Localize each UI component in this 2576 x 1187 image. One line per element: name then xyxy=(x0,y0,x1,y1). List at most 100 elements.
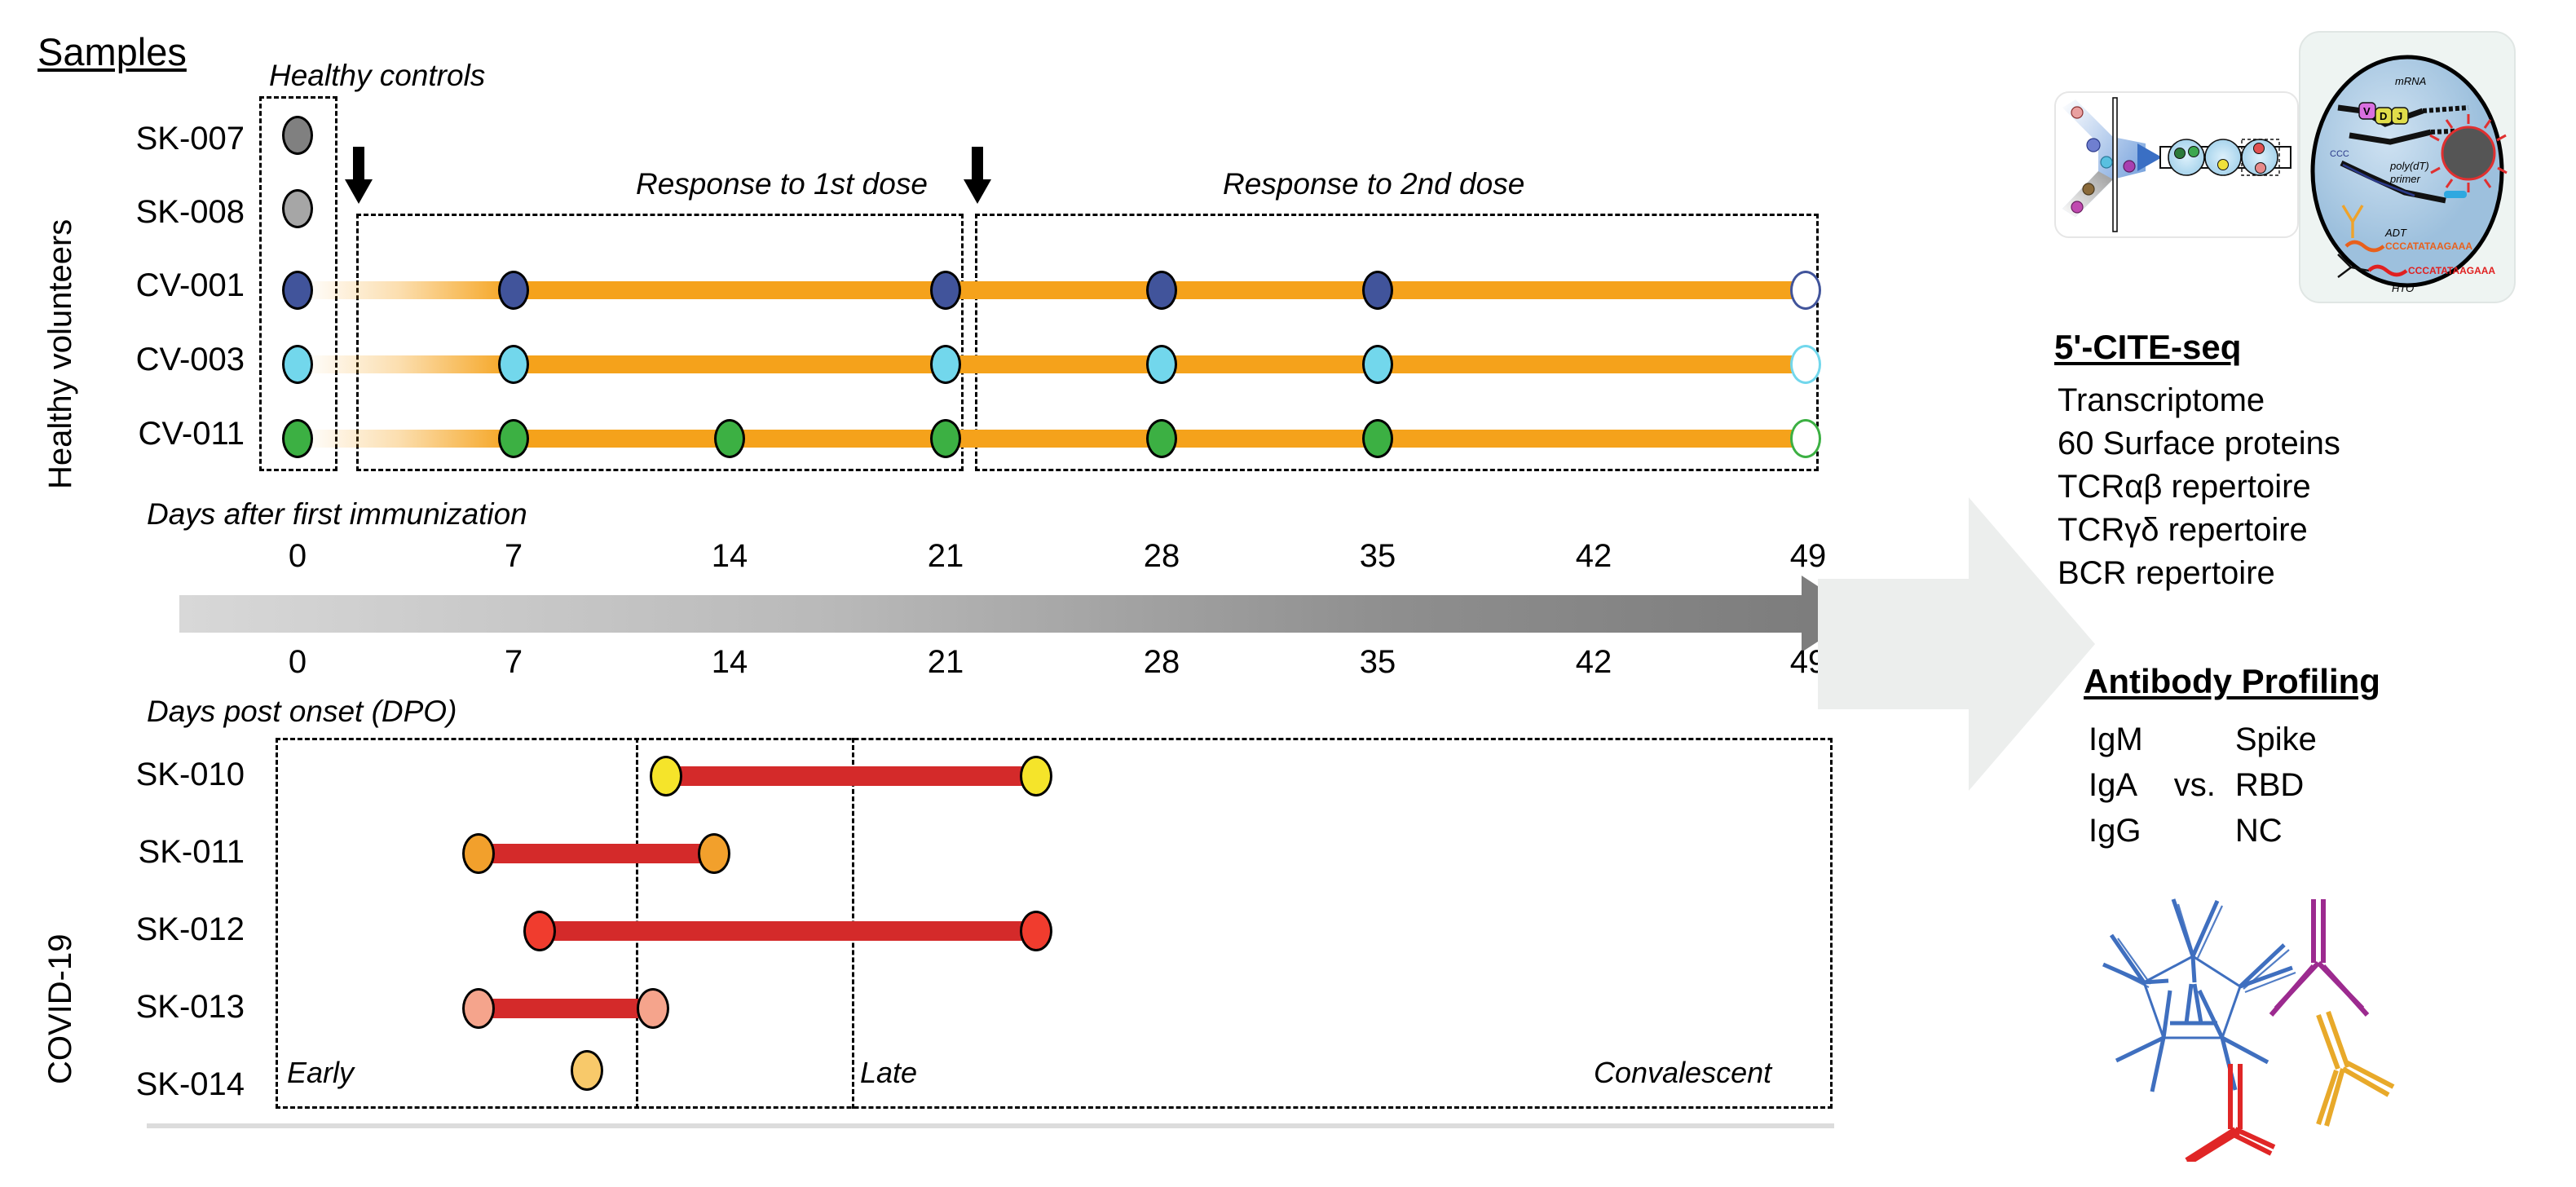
covid-dot-sk-010-end[interactable] xyxy=(1020,756,1052,796)
tick-top-28: 28 xyxy=(1143,538,1180,574)
adt-label: ADT xyxy=(2384,227,2407,239)
timeline-fade-cv-003 xyxy=(303,355,515,373)
second-dose-response-box xyxy=(975,214,1819,471)
covid-dot-sk-014[interactable] xyxy=(571,1050,603,1091)
tick-bottom-35: 35 xyxy=(1359,644,1396,680)
days-after-immunization-label: Days after first immunization xyxy=(147,497,527,531)
sample-dot-cv-003-day49-open[interactable] xyxy=(1790,345,1821,384)
sample-dot-cv-003-day7[interactable] xyxy=(498,345,529,384)
sample-dot-cv-001-day28[interactable] xyxy=(1146,271,1177,310)
cite-seq-item-tcr-gd: TCRγδ repertoire xyxy=(2058,512,2308,548)
covid-dot-sk-013-end[interactable] xyxy=(637,988,669,1029)
covid-bar-sk-012 xyxy=(538,921,1035,941)
row-label-sk-014: SK-014 xyxy=(135,1066,245,1102)
vs-spacer-1 xyxy=(2156,717,2234,761)
sample-dot-cv-001-day35[interactable] xyxy=(1362,271,1393,310)
table-row: IgM Spike xyxy=(2089,717,2328,761)
tick-bottom-0: 0 xyxy=(288,644,307,680)
cite-seq-item-tcr-ab: TCRαβ repertoire xyxy=(2058,469,2311,505)
tick-bottom-42: 42 xyxy=(1575,644,1612,680)
page-title: Samples xyxy=(37,30,187,73)
covid-dot-sk-011-end[interactable] xyxy=(698,833,730,874)
days-post-onset-label: Days post onset (DPO) xyxy=(147,695,457,728)
svg-text:J: J xyxy=(2397,110,2402,122)
row-label-cv-001: CV-001 xyxy=(135,267,245,303)
cite-seq-item-bcr: BCR repertoire xyxy=(2058,555,2275,591)
covid-bar-sk-013 xyxy=(477,999,652,1018)
sample-dot-cv-003-day35[interactable] xyxy=(1362,345,1393,384)
sample-dot-cv-001-day7[interactable] xyxy=(498,271,529,310)
covid19-box xyxy=(276,738,1833,1109)
sample-dot-cv-011-day28[interactable] xyxy=(1146,419,1177,458)
timeline-fade-cv-011 xyxy=(303,430,515,448)
covid-dot-sk-013-start[interactable] xyxy=(462,988,495,1029)
igm-monomer-icon xyxy=(2169,1064,2276,1187)
covid-dot-sk-012-end[interactable] xyxy=(1020,911,1052,951)
tick-top-14: 14 xyxy=(711,538,748,574)
convalescent-phase-label: Convalescent xyxy=(1594,1056,1772,1089)
tick-bottom-21: 21 xyxy=(927,644,964,680)
timeline-fade-cv-001 xyxy=(303,281,515,299)
polydt-label: poly(dT) xyxy=(2389,160,2429,172)
sample-dot-cv-011-day0[interactable] xyxy=(282,419,313,458)
sample-dot-cv-001-day21[interactable] xyxy=(930,271,961,310)
tick-bottom-14: 14 xyxy=(711,644,748,680)
iga-dimer-icon xyxy=(2316,1011,2395,1127)
early-phase-label: Early xyxy=(287,1056,355,1089)
cite-seq-list: Transcriptome 60 Surface proteins TCRαβ … xyxy=(2058,379,2340,595)
cite-seq-title: 5'-CITE-seq xyxy=(2054,328,2242,366)
sample-dot-cv-001-day0[interactable] xyxy=(282,271,313,310)
covid-bar-sk-011 xyxy=(477,844,713,863)
svg-text:V: V xyxy=(2363,105,2371,117)
sample-dot-cv-011-day35[interactable] xyxy=(1362,419,1393,458)
tick-top-49: 49 xyxy=(1789,538,1827,574)
antigen-rbd: RBD xyxy=(2234,767,2305,803)
sample-dot-cv-011-day7[interactable] xyxy=(498,419,529,458)
healthy-controls-label: Healthy controls xyxy=(269,59,486,92)
sample-dot-cv-011-day21[interactable] xyxy=(930,419,961,458)
igm-pentamer-icon xyxy=(2102,898,2293,1092)
tick-bottom-28: 28 xyxy=(1143,644,1180,680)
workflow-arrow-icon xyxy=(1818,497,2095,791)
vs-label: vs. xyxy=(2173,767,2216,803)
sample-dot-sk-007-day0[interactable] xyxy=(282,116,313,155)
cite-seq-item-surface-proteins: 60 Surface proteins xyxy=(2058,426,2340,461)
sample-dot-cv-011-day14[interactable] xyxy=(714,419,745,458)
tick-top-21: 21 xyxy=(927,538,964,574)
row-label-sk-011: SK-011 xyxy=(138,834,245,870)
cite-seq-item-transcriptome: Transcriptome xyxy=(2058,382,2265,418)
tick-top-42: 42 xyxy=(1575,538,1612,574)
bottom-rule xyxy=(147,1123,1834,1128)
table-row: IgG NC xyxy=(2089,809,2328,853)
tick-top-7: 7 xyxy=(504,538,523,574)
time-axis-arrow xyxy=(179,595,1806,633)
sample-dot-cv-001-day49-open[interactable] xyxy=(1790,271,1821,310)
tick-top-0: 0 xyxy=(288,538,307,574)
vs-spacer-2 xyxy=(2156,809,2234,853)
covid-dot-sk-010-start[interactable] xyxy=(650,756,682,796)
late-phase-label: Late xyxy=(860,1056,918,1089)
isotype-igm: IgM xyxy=(2089,721,2143,757)
sample-dot-cv-003-day0[interactable] xyxy=(282,345,313,384)
table-row: IgA vs. RBD xyxy=(2089,763,2328,807)
antigen-spike: Spike xyxy=(2234,721,2317,757)
row-label-sk-013: SK-013 xyxy=(135,989,245,1025)
microfluidics-schematic xyxy=(2054,91,2299,238)
antibody-profiling-table: IgM Spike IgA vs. RBD IgG NC xyxy=(2087,716,2330,854)
row-label-sk-008: SK-008 xyxy=(135,194,245,230)
covid-dot-sk-012-start[interactable] xyxy=(523,911,556,951)
igg-antibody-icon xyxy=(2269,899,2370,1017)
ccc-label: CCC xyxy=(2330,149,2349,159)
response-first-dose-label: Response to 1st dose xyxy=(636,167,928,201)
first-dose-response-box xyxy=(356,214,964,471)
sample-dot-cv-003-day21[interactable] xyxy=(930,345,961,384)
antibody-illustrations xyxy=(1981,860,2543,1187)
row-label-cv-003: CV-003 xyxy=(135,342,245,377)
antibody-profiling-title: Antibody Profiling xyxy=(2084,662,2380,700)
sample-dot-cv-003-day28[interactable] xyxy=(1146,345,1177,384)
sample-dot-sk-008-day0[interactable] xyxy=(282,189,313,228)
sample-dot-cv-011-day49-open[interactable] xyxy=(1790,419,1821,458)
adt-sequence: CCCATATAAGAAA xyxy=(2385,240,2472,252)
covid-dot-sk-011-start[interactable] xyxy=(462,833,495,874)
row-label-sk-012: SK-012 xyxy=(135,911,245,947)
